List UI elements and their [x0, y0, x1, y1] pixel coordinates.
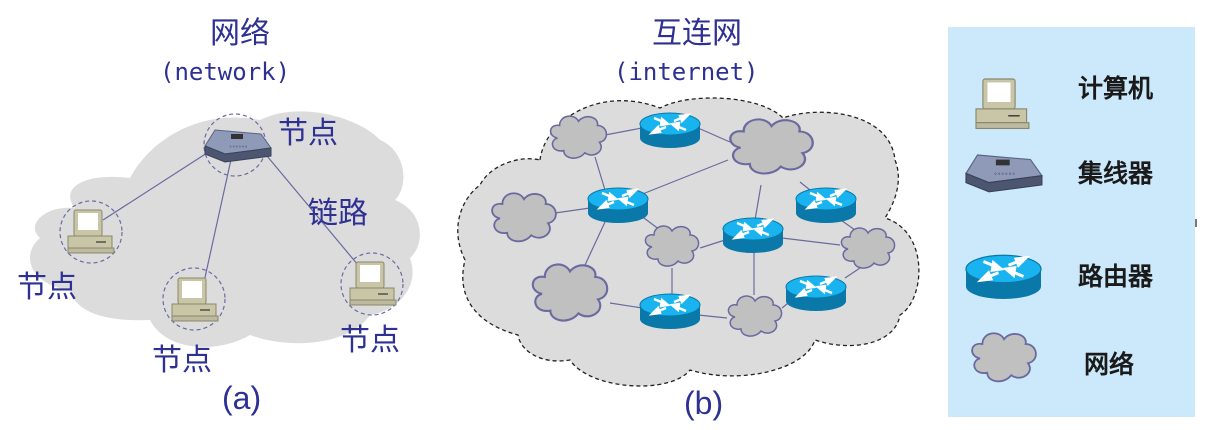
figure-b-title: 互连网: [652, 16, 742, 51]
node-label-hub: 节点: [278, 116, 338, 151]
router-icon: [784, 274, 848, 313]
legend-label-network: 网络: [1084, 350, 1135, 379]
node-label-pc-middle: 节点: [152, 343, 212, 378]
router-icon: [964, 253, 1043, 301]
router-icon: [638, 292, 702, 331]
legend-panel: 计算机 集线器 路由器 网络: [948, 27, 1195, 417]
edge-mark: [1195, 219, 1197, 227]
node-circle-pc-middle: [162, 267, 226, 331]
hub-icon: [204, 129, 272, 163]
legend-label-router: 路由器: [1078, 262, 1154, 291]
figure-a-title: 网络: [210, 16, 270, 51]
figure-a: [30, 111, 420, 347]
network-cloud-background: [30, 111, 420, 347]
node-circle-pc-right: [340, 252, 404, 316]
figure-b-caption: (b): [684, 385, 724, 421]
router-icon: [794, 186, 858, 225]
hub-icon: [965, 154, 1043, 193]
figure-b-subtitle: (internet): [614, 58, 759, 86]
figure-a-caption: (a): [222, 380, 262, 416]
legend-label-hub: 集线器: [1078, 159, 1154, 188]
network-cloud-icon: [971, 332, 1037, 383]
link-hub-pc-left: [102, 152, 208, 221]
legend-icons: [964, 78, 1043, 383]
figure-a-subtitle: (network): [160, 58, 291, 86]
router-icon: [638, 111, 702, 150]
node-circle-pc-left: [59, 200, 123, 264]
link-hub-pc-right: [261, 149, 359, 266]
router-icon: [721, 216, 785, 255]
link-label: 链路: [308, 196, 368, 231]
link-hub-pc-middle: [203, 154, 233, 283]
legend-label-computer: 计算机: [1078, 74, 1154, 103]
router-icon: [586, 186, 650, 225]
computer-icon: [975, 78, 1030, 130]
figure-b: [457, 97, 920, 387]
node-label-pc-left: 节点: [17, 270, 77, 305]
node-label-pc-right: 节点: [340, 323, 400, 358]
